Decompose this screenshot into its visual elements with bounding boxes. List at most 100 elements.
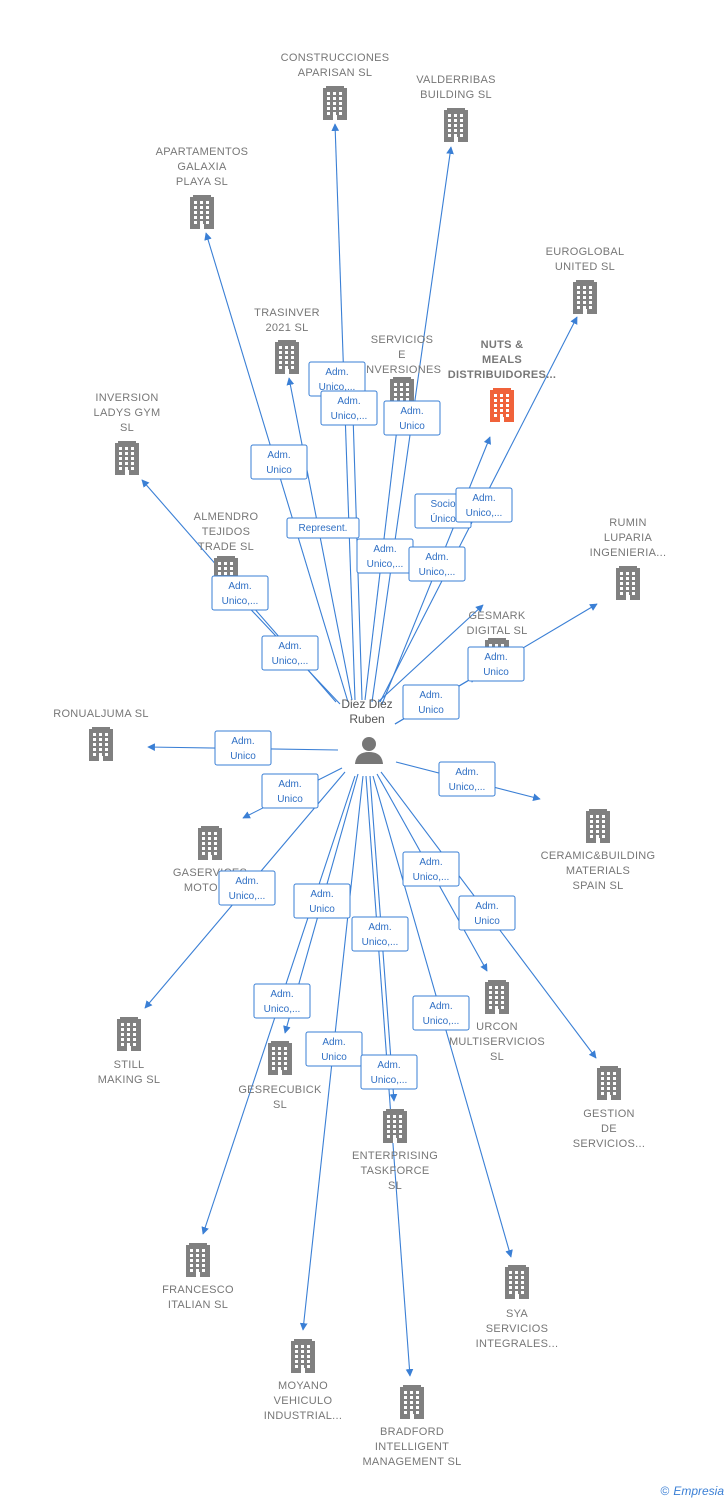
company-node-gaservices[interactable]: GASERVICESMOTOR...: [173, 826, 247, 894]
edge-label-francesco[interactable]: Adm.Unico,...: [253, 983, 311, 1019]
edge-label-enterprising[interactable]: Adm.Unico,...: [351, 916, 409, 952]
edge-label-rumin[interactable]: Adm.Unico: [467, 646, 525, 682]
edge-label-text: Unico,...: [229, 891, 266, 902]
edge-label-text: Adm.: [231, 736, 254, 747]
company-node-nuts[interactable]: NUTS &MEALSDISTRIBUIDORES...: [448, 339, 556, 422]
edge-label-text: Unico,...: [419, 567, 456, 578]
company-name-line: APARISAN SL: [298, 67, 373, 79]
company-node-moyano[interactable]: MOYANOVEHICULOINDUSTRIAL...: [264, 1339, 342, 1422]
building-icon: [268, 1041, 292, 1075]
edge-label-gesrecubick[interactable]: Adm.Unico: [293, 883, 351, 919]
building-icon: [198, 826, 222, 860]
edge-label-text: Adm.: [228, 581, 251, 592]
company-name-line: DIGITAL SL: [466, 625, 527, 637]
company-node-ronualjuma[interactable]: RONUALJUMA SL: [53, 708, 149, 761]
company-name-line: GESRECUBICK: [238, 1084, 322, 1096]
building-icon: [117, 1017, 141, 1051]
edge-label-ronualjuma[interactable]: Adm.Unico: [214, 730, 272, 766]
edge-label-text: Unico,...: [466, 508, 503, 519]
edge-label-text: Adm.: [472, 493, 495, 504]
company-name-line: APARTAMENTOS: [156, 146, 249, 158]
company-name-line: INVERSION: [95, 392, 158, 404]
company-name-line: MANAGEMENT SL: [362, 1456, 461, 1468]
company-name-line: SERVICIOS: [486, 1323, 548, 1335]
edge-label-text: Unico,...: [331, 411, 368, 422]
company-name-line: INTELLIGENT: [375, 1441, 449, 1453]
edge-label-urcon[interactable]: Adm.Unico,...: [402, 851, 460, 887]
edge-label-sya[interactable]: Adm.Unico,...: [412, 995, 470, 1031]
company-node-sya[interactable]: SYASERVICIOSINTEGRALES...: [476, 1265, 559, 1350]
edge-label-gesmark[interactable]: Adm.Unico: [402, 684, 460, 720]
edge-label-text: Unico,...: [413, 872, 450, 883]
edge-label-text: Adm.: [455, 767, 478, 778]
edge-label-apartamentos[interactable]: Adm.Unico: [250, 444, 308, 480]
edge-line-gesmark: [377, 604, 484, 703]
building-icon: [115, 441, 139, 475]
edge-label-ceramic[interactable]: Adm. Unico,...: [438, 761, 496, 797]
edge-label-gaservices[interactable]: Adm.Unico: [261, 773, 319, 809]
building-icon: [616, 566, 640, 600]
edge-label-servicios[interactable]: Adm.Unico: [383, 400, 441, 436]
company-name-line: CERAMIC&BUILDING: [541, 850, 656, 862]
edge-line-trasinver: [286, 377, 353, 701]
company-name-line: GESTION: [583, 1108, 635, 1120]
edge-label-text: Unico: [309, 904, 335, 915]
edge-label-almendro[interactable]: Adm.Unico,...: [261, 635, 319, 671]
edge-label-text: Unico,...: [371, 1075, 408, 1086]
building-icon: [444, 108, 468, 142]
person-icon: [355, 737, 383, 764]
building-icon: [573, 280, 597, 314]
edge-label-text: Unico: [321, 1052, 347, 1063]
company-node-rumin[interactable]: RUMINLUPARIAINGENIERIA...: [590, 517, 667, 600]
company-name-line: INDUSTRIAL...: [264, 1410, 342, 1422]
edge-label-text: Adm.: [368, 922, 391, 933]
building-icon: [323, 86, 347, 120]
company-name-line: TRADE SL: [198, 541, 254, 553]
edge-label-bradford[interactable]: Adm.Unico,...: [360, 1054, 418, 1090]
company-name-line: E: [398, 349, 406, 361]
company-name-line: ENTERPRISING: [352, 1150, 438, 1162]
building-icon: [291, 1339, 315, 1373]
edge-label-servicios[interactable]: Adm.Unico,...: [320, 390, 378, 426]
edge-label-nuts[interactable]: Adm.Unico,...: [408, 546, 466, 582]
building-icon: [190, 195, 214, 229]
company-name-line: MAKING SL: [98, 1074, 161, 1086]
company-name-line: CONSTRUCCIONES: [281, 52, 390, 64]
edge-label-moyano[interactable]: Adm.Unico: [305, 1031, 363, 1067]
company-name-line: UNITED SL: [555, 261, 615, 273]
brand-logo[interactable]: Empresia: [673, 1484, 724, 1498]
company-name-line: 2021 SL: [265, 322, 308, 334]
edge-label-text: Adm.: [400, 406, 423, 417]
edge-label-still[interactable]: Adm.Unico,...: [218, 870, 276, 906]
edge-label-euroglobal[interactable]: Adm. Unico,...: [455, 487, 513, 523]
edge-label-inversion[interactable]: Adm.Unico,...: [211, 575, 269, 611]
edge-label-trasinver[interactable]: Represent.: [286, 517, 360, 539]
edge-label-text: Adm.: [278, 779, 301, 790]
person-node[interactable]: Diez Diez Ruben: [341, 697, 393, 764]
company-name-line: MOYANO: [278, 1380, 328, 1392]
edge-label-text: Adm.: [267, 450, 290, 461]
company-node-construcciones[interactable]: CONSTRUCCIONES APARISAN SL: [281, 52, 390, 120]
edge-label-text: Socio: [430, 499, 455, 510]
company-node-gestion[interactable]: GESTIONDESERVICIOS...: [573, 1066, 645, 1150]
edge-label-text: Unico: [483, 667, 509, 678]
edge-label-text: Adm.: [325, 367, 348, 378]
edge-label-valderribas[interactable]: Adm.Unico,...: [356, 538, 414, 574]
edge-label-text: Unico,...: [449, 782, 486, 793]
edge-label-gestion[interactable]: Adm.Unico: [458, 895, 516, 931]
company-name-line: SL: [490, 1051, 504, 1063]
company-name-line: ITALIAN SL: [168, 1299, 228, 1311]
edge-label-text: Adm.: [373, 544, 396, 555]
